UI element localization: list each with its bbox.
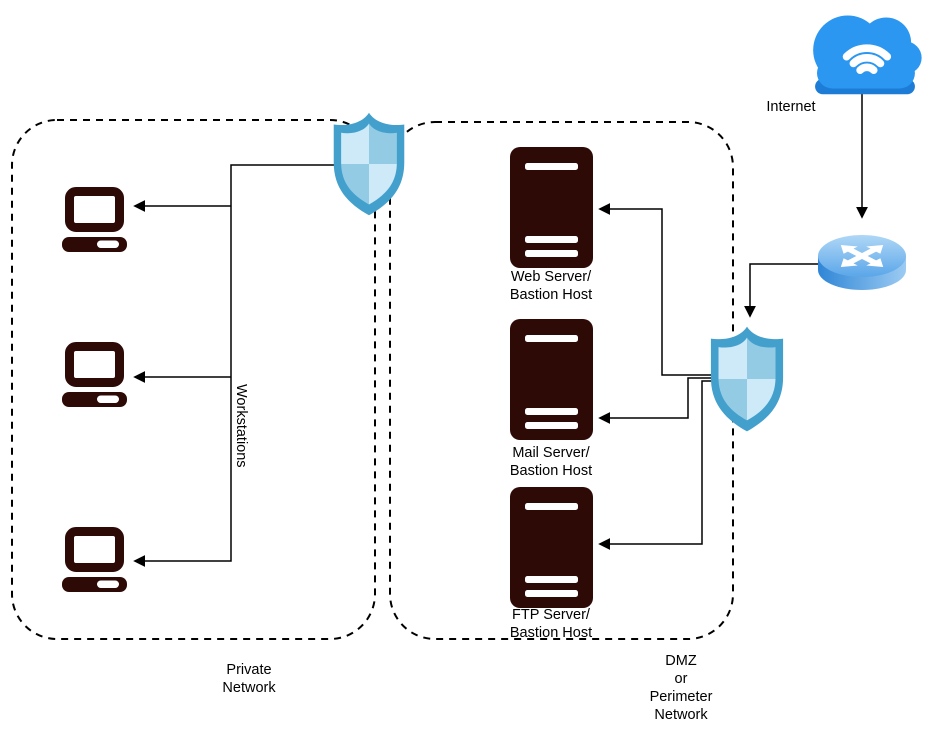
web-server-icon: [510, 147, 593, 273]
dmz-label: DMZ or Perimeter Network: [649, 653, 713, 723]
ftp-server-label: FTP Server/ Bastion Host: [509, 607, 593, 641]
router-icon: [810, 226, 914, 303]
inner-firewall-shield-icon: [327, 110, 411, 223]
mail-server-icon: [510, 319, 593, 445]
private-network-label: Private Network: [222, 662, 276, 696]
internet-cloud-icon: [806, 4, 924, 105]
edge-firewall-to-ftp-server: [598, 380, 716, 550]
workstations-label: Workstations: [233, 384, 249, 468]
private-network-zone-border: [11, 119, 376, 640]
wifi-icon: [842, 44, 892, 74]
edge-inner-firewall-to-workstation-3: [133, 164, 340, 567]
edge-firewall-to-web-server: [598, 203, 716, 376]
ftp-server-icon: [510, 487, 593, 613]
web-server-label: Web Server/ Bastion Host: [509, 269, 593, 303]
edge-router-to-outer-firewall: [744, 263, 819, 318]
mail-server-label: Mail Server/ Bastion Host: [509, 445, 593, 479]
workstation-3-laptop-icon: [61, 526, 128, 598]
workstation-1-laptop-icon: [61, 186, 128, 258]
outer-firewall-shield-icon: [704, 324, 790, 439]
edge-firewall-to-mail-server: [598, 377, 716, 424]
internet-label: Internet: [766, 99, 816, 115]
router-arrows-icon: [840, 244, 884, 268]
workstation-2-laptop-icon: [61, 341, 128, 413]
